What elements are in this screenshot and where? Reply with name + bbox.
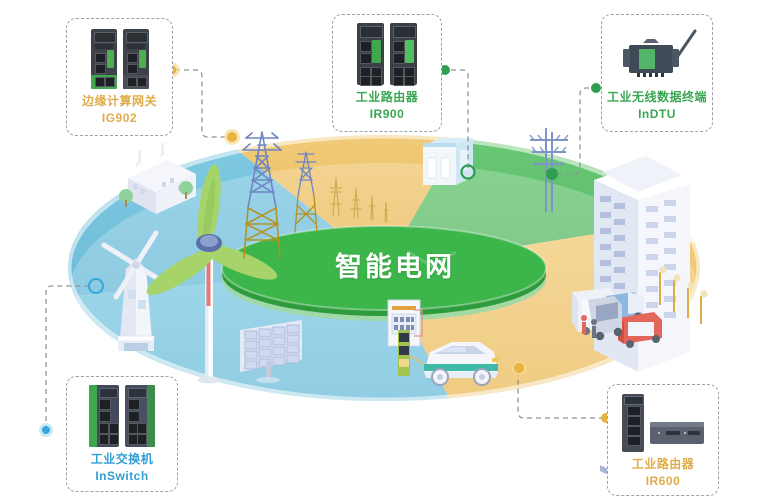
- din-rail-router-green-icon: [390, 23, 417, 86]
- ir900-model: IR900: [369, 107, 405, 121]
- inswitch-title: 工业交换机: [90, 452, 154, 466]
- card-ir900[interactable]: 工业路由器 IR900: [332, 14, 442, 132]
- din-rail-gateway-gray-icon: [122, 29, 149, 89]
- connector-lines: [45, 69, 604, 430]
- ir900-device-images: [357, 23, 417, 86]
- substation-building: [423, 138, 473, 185]
- indtu-title: 工业无线数据终端: [606, 90, 707, 104]
- card-inswitch[interactable]: 工业交换机 InSwitch: [66, 376, 178, 492]
- switch-tall-gray-icon: [622, 394, 644, 452]
- indtu-model: InDTU: [638, 107, 676, 121]
- core-disc-top: [222, 226, 546, 310]
- inswitch-model: InSwitch: [95, 469, 149, 483]
- dtu-with-antenna-icon: [623, 29, 697, 77]
- node-indtu-card: [591, 83, 601, 93]
- traditional-windmill: [101, 230, 171, 351]
- inswitch-caption: 工业交换机 InSwitch: [91, 452, 154, 484]
- electric-car: [424, 342, 498, 386]
- ig902-device-images: [90, 27, 149, 89]
- din-rail-router-dark-icon: [357, 23, 384, 86]
- power-plant: [119, 143, 196, 214]
- switch-green-icon: [89, 385, 119, 447]
- ig902-model: IG902: [101, 111, 138, 125]
- ir600-title: 工业路由器: [631, 457, 695, 471]
- card-ig902[interactable]: 边缘计算网关 IG902: [66, 18, 173, 136]
- switch-dark-icon: [125, 385, 155, 447]
- indtu-device-images: [606, 23, 708, 85]
- router-desktop-gray-icon: [650, 422, 704, 444]
- node-indtu-ring: [546, 168, 558, 180]
- solar-panel-array: [240, 320, 302, 383]
- ir900-caption: 工业路由器 IR900: [356, 90, 419, 122]
- node-ir900-ring: [460, 164, 476, 180]
- node-inswitch-card: [42, 426, 50, 434]
- wind-turbine: [146, 164, 278, 384]
- ig902-caption: 边缘计算网关 IG902: [82, 94, 157, 126]
- node-ir900-card: [440, 65, 450, 75]
- ig902-title: 边缘计算网关: [81, 94, 157, 108]
- delivery-trucks: [572, 288, 662, 348]
- street-lamps: [659, 266, 708, 324]
- card-indtu[interactable]: 工业无线数据终端 InDTU: [601, 14, 713, 132]
- inswitch-device-images: [89, 385, 155, 447]
- indtu-caption: 工业无线数据终端 InDTU: [607, 90, 707, 122]
- ir600-caption: 工业路由器 IR600: [632, 457, 695, 489]
- node-ig902-ring: [227, 132, 237, 142]
- ring-outer-rim: [64, 131, 704, 405]
- card-ir600[interactable]: 工业路由器 IR600: [607, 384, 719, 496]
- node-inswitch-ring: [88, 278, 104, 294]
- ir900-title: 工业路由器: [355, 90, 419, 104]
- transmission-tower: [242, 131, 389, 259]
- ir600-device-images: [622, 393, 704, 452]
- ir600-model: IR600: [645, 474, 681, 488]
- core-disc-rim: [221, 225, 547, 311]
- din-rail-gateway-green-icon: [90, 29, 117, 89]
- core-chevron-mark: [407, 250, 457, 268]
- node-ir600-ring: [514, 363, 524, 373]
